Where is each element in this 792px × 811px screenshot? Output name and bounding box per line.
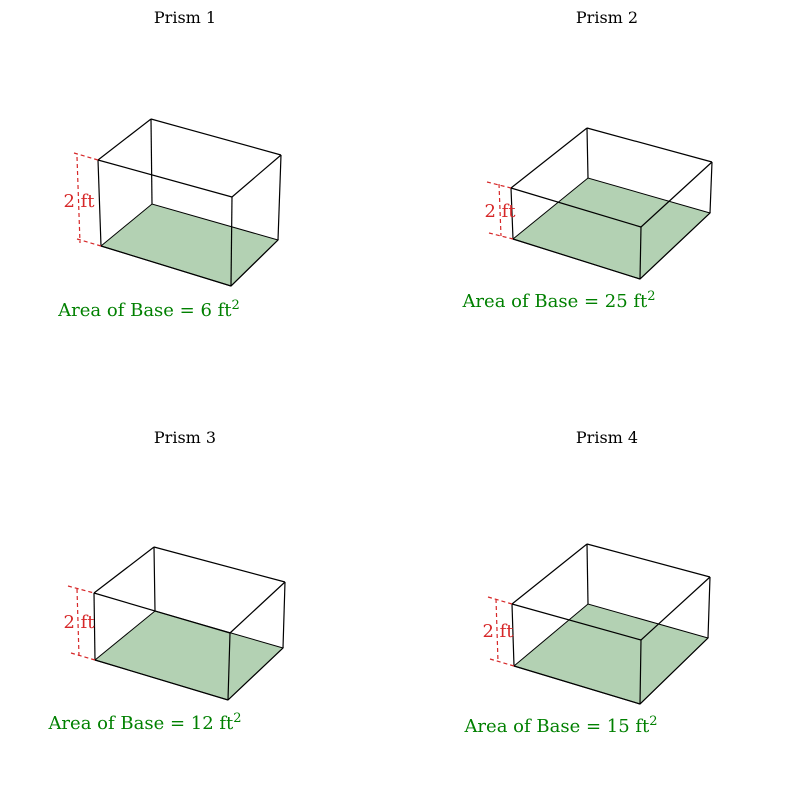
prism-1-edges xyxy=(97,118,282,287)
prism-4-base-face xyxy=(512,603,709,705)
prism-4-area-text: Area of Base = 15 ft xyxy=(463,716,650,737)
prism-2-height-marker xyxy=(486,181,514,240)
prism-2-area-exponent: 2 xyxy=(647,289,655,304)
prism-3-base-face xyxy=(93,610,284,701)
prism-1-height-label: 2 ft xyxy=(63,191,95,212)
prism-1: Prism 1 2 ft Area of Base = 6 ft2 xyxy=(57,8,282,321)
prism-2-area-label: Area of Base = 25 ft2 xyxy=(461,289,655,312)
prism-3-height-label: 2 ft xyxy=(63,612,95,633)
prism-3-height-marker xyxy=(67,585,96,661)
prism-2-base-face xyxy=(511,177,711,280)
prism-4-title: Prism 4 xyxy=(576,428,638,447)
prism-1-area-label: Area of Base = 6 ft2 xyxy=(57,298,240,321)
prism-1-height-marker xyxy=(73,152,102,247)
prism-2-title: Prism 2 xyxy=(576,8,638,27)
prism-3-area-text: Area of Base = 12 ft xyxy=(47,713,234,734)
prism-4-height-label: 2 ft xyxy=(482,621,514,642)
prism-2-edges xyxy=(510,127,713,280)
prism-4-area-label: Area of Base = 15 ft2 xyxy=(463,714,657,737)
prism-3-title: Prism 3 xyxy=(154,428,216,447)
prism-2: Prism 2 2 ft Area of Base = 25 ft2 xyxy=(461,8,713,312)
prism-2-height-label: 2 ft xyxy=(484,201,516,222)
prism-3-area-exponent: 2 xyxy=(233,711,241,726)
prism-4-height-marker xyxy=(487,596,515,667)
prism-3-edges xyxy=(93,546,286,701)
prism-1-title: Prism 1 xyxy=(154,8,216,27)
prism-4-edges xyxy=(511,543,711,705)
prism-4: Prism 4 2 ft Area of Base = 15 ft2 xyxy=(463,428,711,737)
prism-1-area-text: Area of Base = 6 ft xyxy=(57,300,232,321)
prism-3: Prism 3 2 ft Area of Base = 12 ft2 xyxy=(47,428,286,734)
prism-3-area-label: Area of Base = 12 ft2 xyxy=(47,711,241,734)
prism-4-area-exponent: 2 xyxy=(649,714,657,729)
prism-1-area-exponent: 2 xyxy=(232,298,240,313)
prism-2-area-text: Area of Base = 25 ft xyxy=(461,291,648,312)
